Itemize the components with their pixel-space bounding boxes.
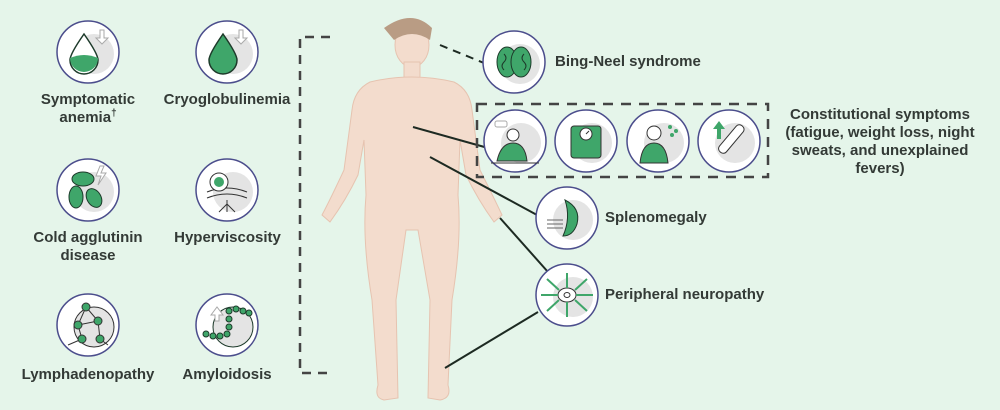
bracket bbox=[298, 35, 330, 375]
label-bing-neel: Bing-Neel syndrome bbox=[555, 53, 701, 70]
label-peripheral-neuropathy: Peripheral neuropathy bbox=[605, 286, 765, 303]
label-cryoglobulinemia: Cryoglobulinemia bbox=[163, 91, 291, 108]
blood-drop-low-icon bbox=[56, 20, 120, 84]
night-sweats-icon bbox=[626, 109, 690, 173]
label-cold-agglutinin: Cold agglutinin disease bbox=[33, 229, 143, 264]
label-hyperviscosity: Hyperviscosity bbox=[174, 229, 281, 246]
label-symptomatic-anemia: Symptomatic anemia† bbox=[40, 91, 136, 126]
human-body bbox=[321, 18, 503, 401]
neuron-icon bbox=[535, 263, 599, 327]
blood-vessel-icon bbox=[195, 158, 259, 222]
weight-scale-icon bbox=[554, 109, 618, 173]
constitutional-box bbox=[475, 102, 770, 179]
spleen-icon bbox=[535, 186, 599, 250]
lymph-nodes-icon bbox=[56, 293, 120, 357]
protein-chain-icon bbox=[195, 293, 259, 357]
fever-thermometer-icon bbox=[697, 109, 761, 173]
red-blood-cells-icon bbox=[56, 158, 120, 222]
label-constitutional-symptoms: Constitutional symptoms (fatigue, weight… bbox=[785, 106, 975, 177]
label-lymphadenopathy: Lymphadenopathy bbox=[21, 366, 155, 383]
label-amyloidosis: Amyloidosis bbox=[182, 366, 272, 383]
connector-lines bbox=[412, 44, 549, 369]
fatigue-icon bbox=[483, 109, 547, 173]
brain-icon bbox=[482, 30, 546, 94]
label-splenomegaly: Splenomegaly bbox=[605, 209, 707, 226]
blood-drop-icon bbox=[195, 20, 259, 84]
